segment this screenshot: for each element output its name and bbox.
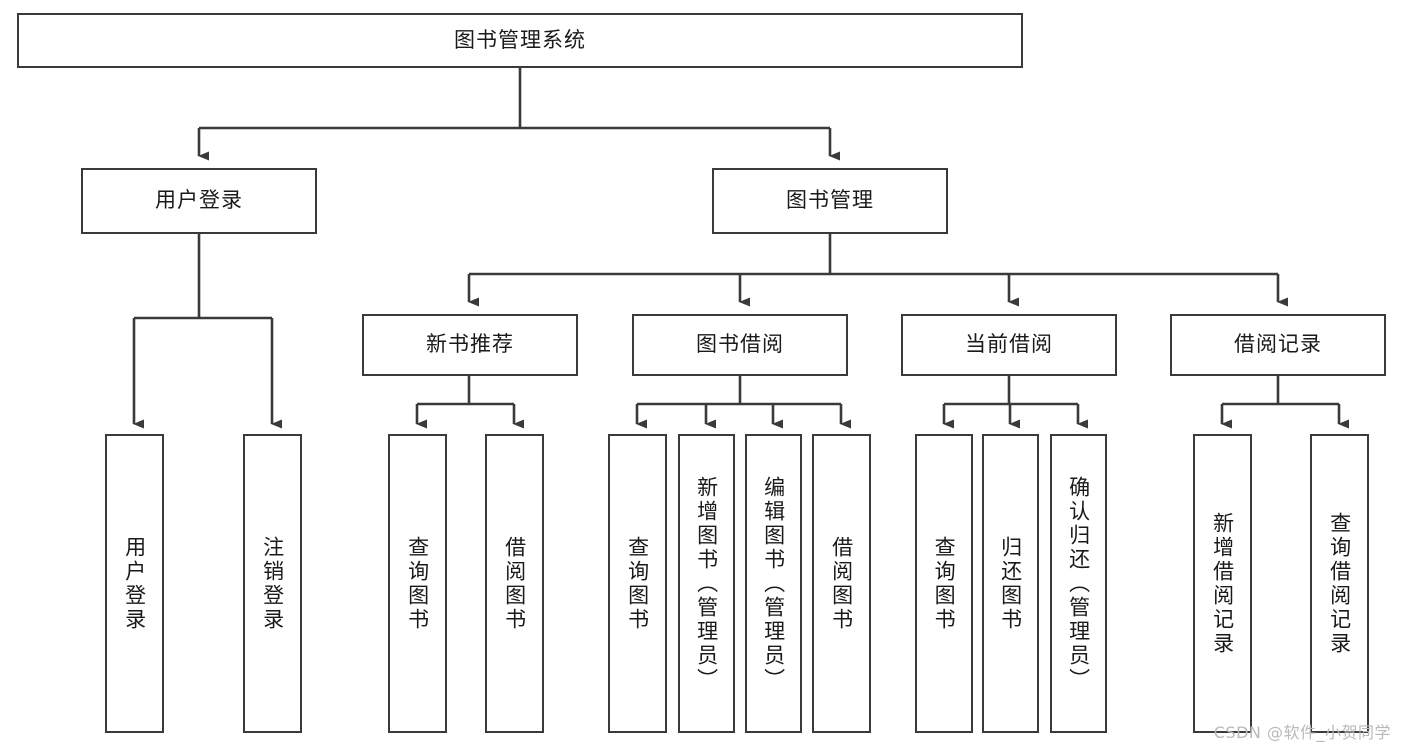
node-new-book-rec[interactable]: 新书推荐 xyxy=(362,314,578,376)
node-leaf-query-book-3-label: 查询图书 xyxy=(932,535,957,632)
node-leaf-borrow-book-1[interactable]: 借阅图书 xyxy=(485,434,544,733)
node-leaf-confirm-return[interactable]: 确认归还（管理员） xyxy=(1050,434,1107,733)
node-user-login-label: 用户登录 xyxy=(155,188,243,213)
node-leaf-edit-book[interactable]: 编辑图书（管理员） xyxy=(745,434,802,733)
node-leaf-user-login-label: 用户登录 xyxy=(122,535,147,632)
node-leaf-return-book-label: 归还图书 xyxy=(998,535,1023,632)
node-leaf-logout-login-label: 注销登录 xyxy=(260,535,285,632)
node-borrow-record[interactable]: 借阅记录 xyxy=(1170,314,1386,376)
node-root-system[interactable]: 图书管理系统 xyxy=(17,13,1023,68)
node-leaf-query-record[interactable]: 查询借阅记录 xyxy=(1310,434,1369,733)
node-leaf-add-record[interactable]: 新增借阅记录 xyxy=(1193,434,1252,733)
node-book-borrow[interactable]: 图书借阅 xyxy=(632,314,848,376)
node-leaf-return-book[interactable]: 归还图书 xyxy=(982,434,1039,733)
node-leaf-confirm-return-label: 确认归还（管理员） xyxy=(1066,475,1091,692)
node-leaf-user-login[interactable]: 用户登录 xyxy=(105,434,164,733)
node-leaf-add-record-label: 新增借阅记录 xyxy=(1210,511,1235,656)
node-leaf-edit-book-label: 编辑图书（管理员） xyxy=(761,475,786,692)
node-leaf-borrow-book-2-label: 借阅图书 xyxy=(829,535,854,632)
node-current-borrow[interactable]: 当前借阅 xyxy=(901,314,1117,376)
node-book-borrow-label: 图书借阅 xyxy=(696,332,784,357)
node-leaf-query-record-label: 查询借阅记录 xyxy=(1327,511,1352,656)
node-leaf-logout-login[interactable]: 注销登录 xyxy=(243,434,302,733)
node-leaf-borrow-book-2[interactable]: 借阅图书 xyxy=(812,434,871,733)
node-leaf-query-book-2-label: 查询图书 xyxy=(625,535,650,632)
node-leaf-add-book-label: 新增图书（管理员） xyxy=(694,475,719,692)
node-leaf-query-book-1-label: 查询图书 xyxy=(405,535,430,632)
node-leaf-query-book-1[interactable]: 查询图书 xyxy=(388,434,447,733)
node-new-book-rec-label: 新书推荐 xyxy=(426,332,514,357)
node-book-manage-label: 图书管理 xyxy=(786,188,874,213)
node-leaf-add-book[interactable]: 新增图书（管理员） xyxy=(678,434,735,733)
node-book-manage[interactable]: 图书管理 xyxy=(712,168,948,234)
node-root-system-label: 图书管理系统 xyxy=(454,27,586,52)
node-borrow-record-label: 借阅记录 xyxy=(1234,332,1322,357)
node-user-login[interactable]: 用户登录 xyxy=(81,168,317,234)
node-current-borrow-label: 当前借阅 xyxy=(965,332,1053,357)
node-leaf-query-book-2[interactable]: 查询图书 xyxy=(608,434,667,733)
csdn-watermark: CSDN @软件_小贺同学 xyxy=(1213,723,1391,742)
node-leaf-query-book-3[interactable]: 查询图书 xyxy=(915,434,973,733)
node-leaf-borrow-book-1-label: 借阅图书 xyxy=(502,535,527,632)
